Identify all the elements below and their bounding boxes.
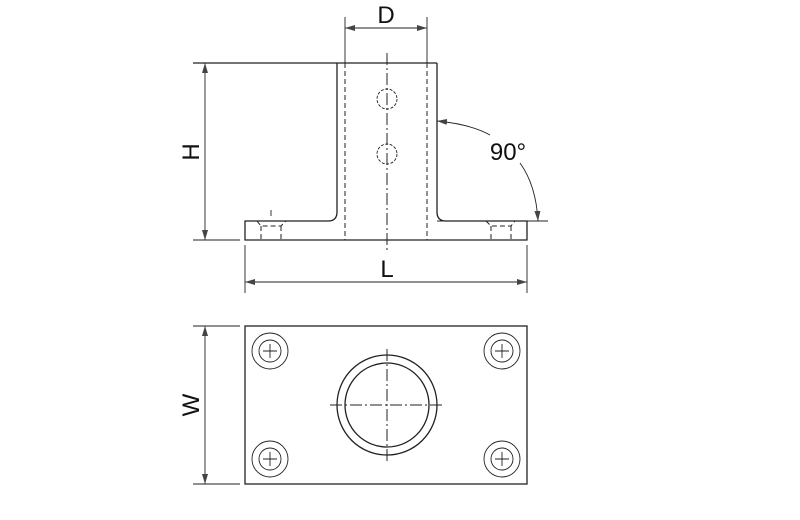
top-view: W [178, 325, 528, 485]
d-label: D [377, 2, 394, 29]
mounting-hole-top-right [483, 332, 521, 370]
front-view: D H 90° L [178, 2, 548, 293]
h-label: H [178, 143, 205, 160]
l-label: L [380, 256, 393, 283]
post-outline [244, 63, 528, 241]
base-plate [244, 325, 528, 485]
w-label: W [178, 393, 205, 416]
mounting-hole-bottom-right [483, 440, 521, 478]
angle-label: 90° [490, 139, 526, 166]
angle-arc-upper [436, 118, 491, 136]
set-screw-hole-lower [376, 143, 398, 165]
countersink-right [485, 220, 516, 240]
mounting-hole-bottom-left [251, 440, 289, 478]
set-screw-hole-upper [376, 88, 398, 110]
angle-arc-lower [519, 162, 541, 222]
countersink-left [256, 220, 287, 240]
mounting-hole-top-left [251, 332, 289, 370]
